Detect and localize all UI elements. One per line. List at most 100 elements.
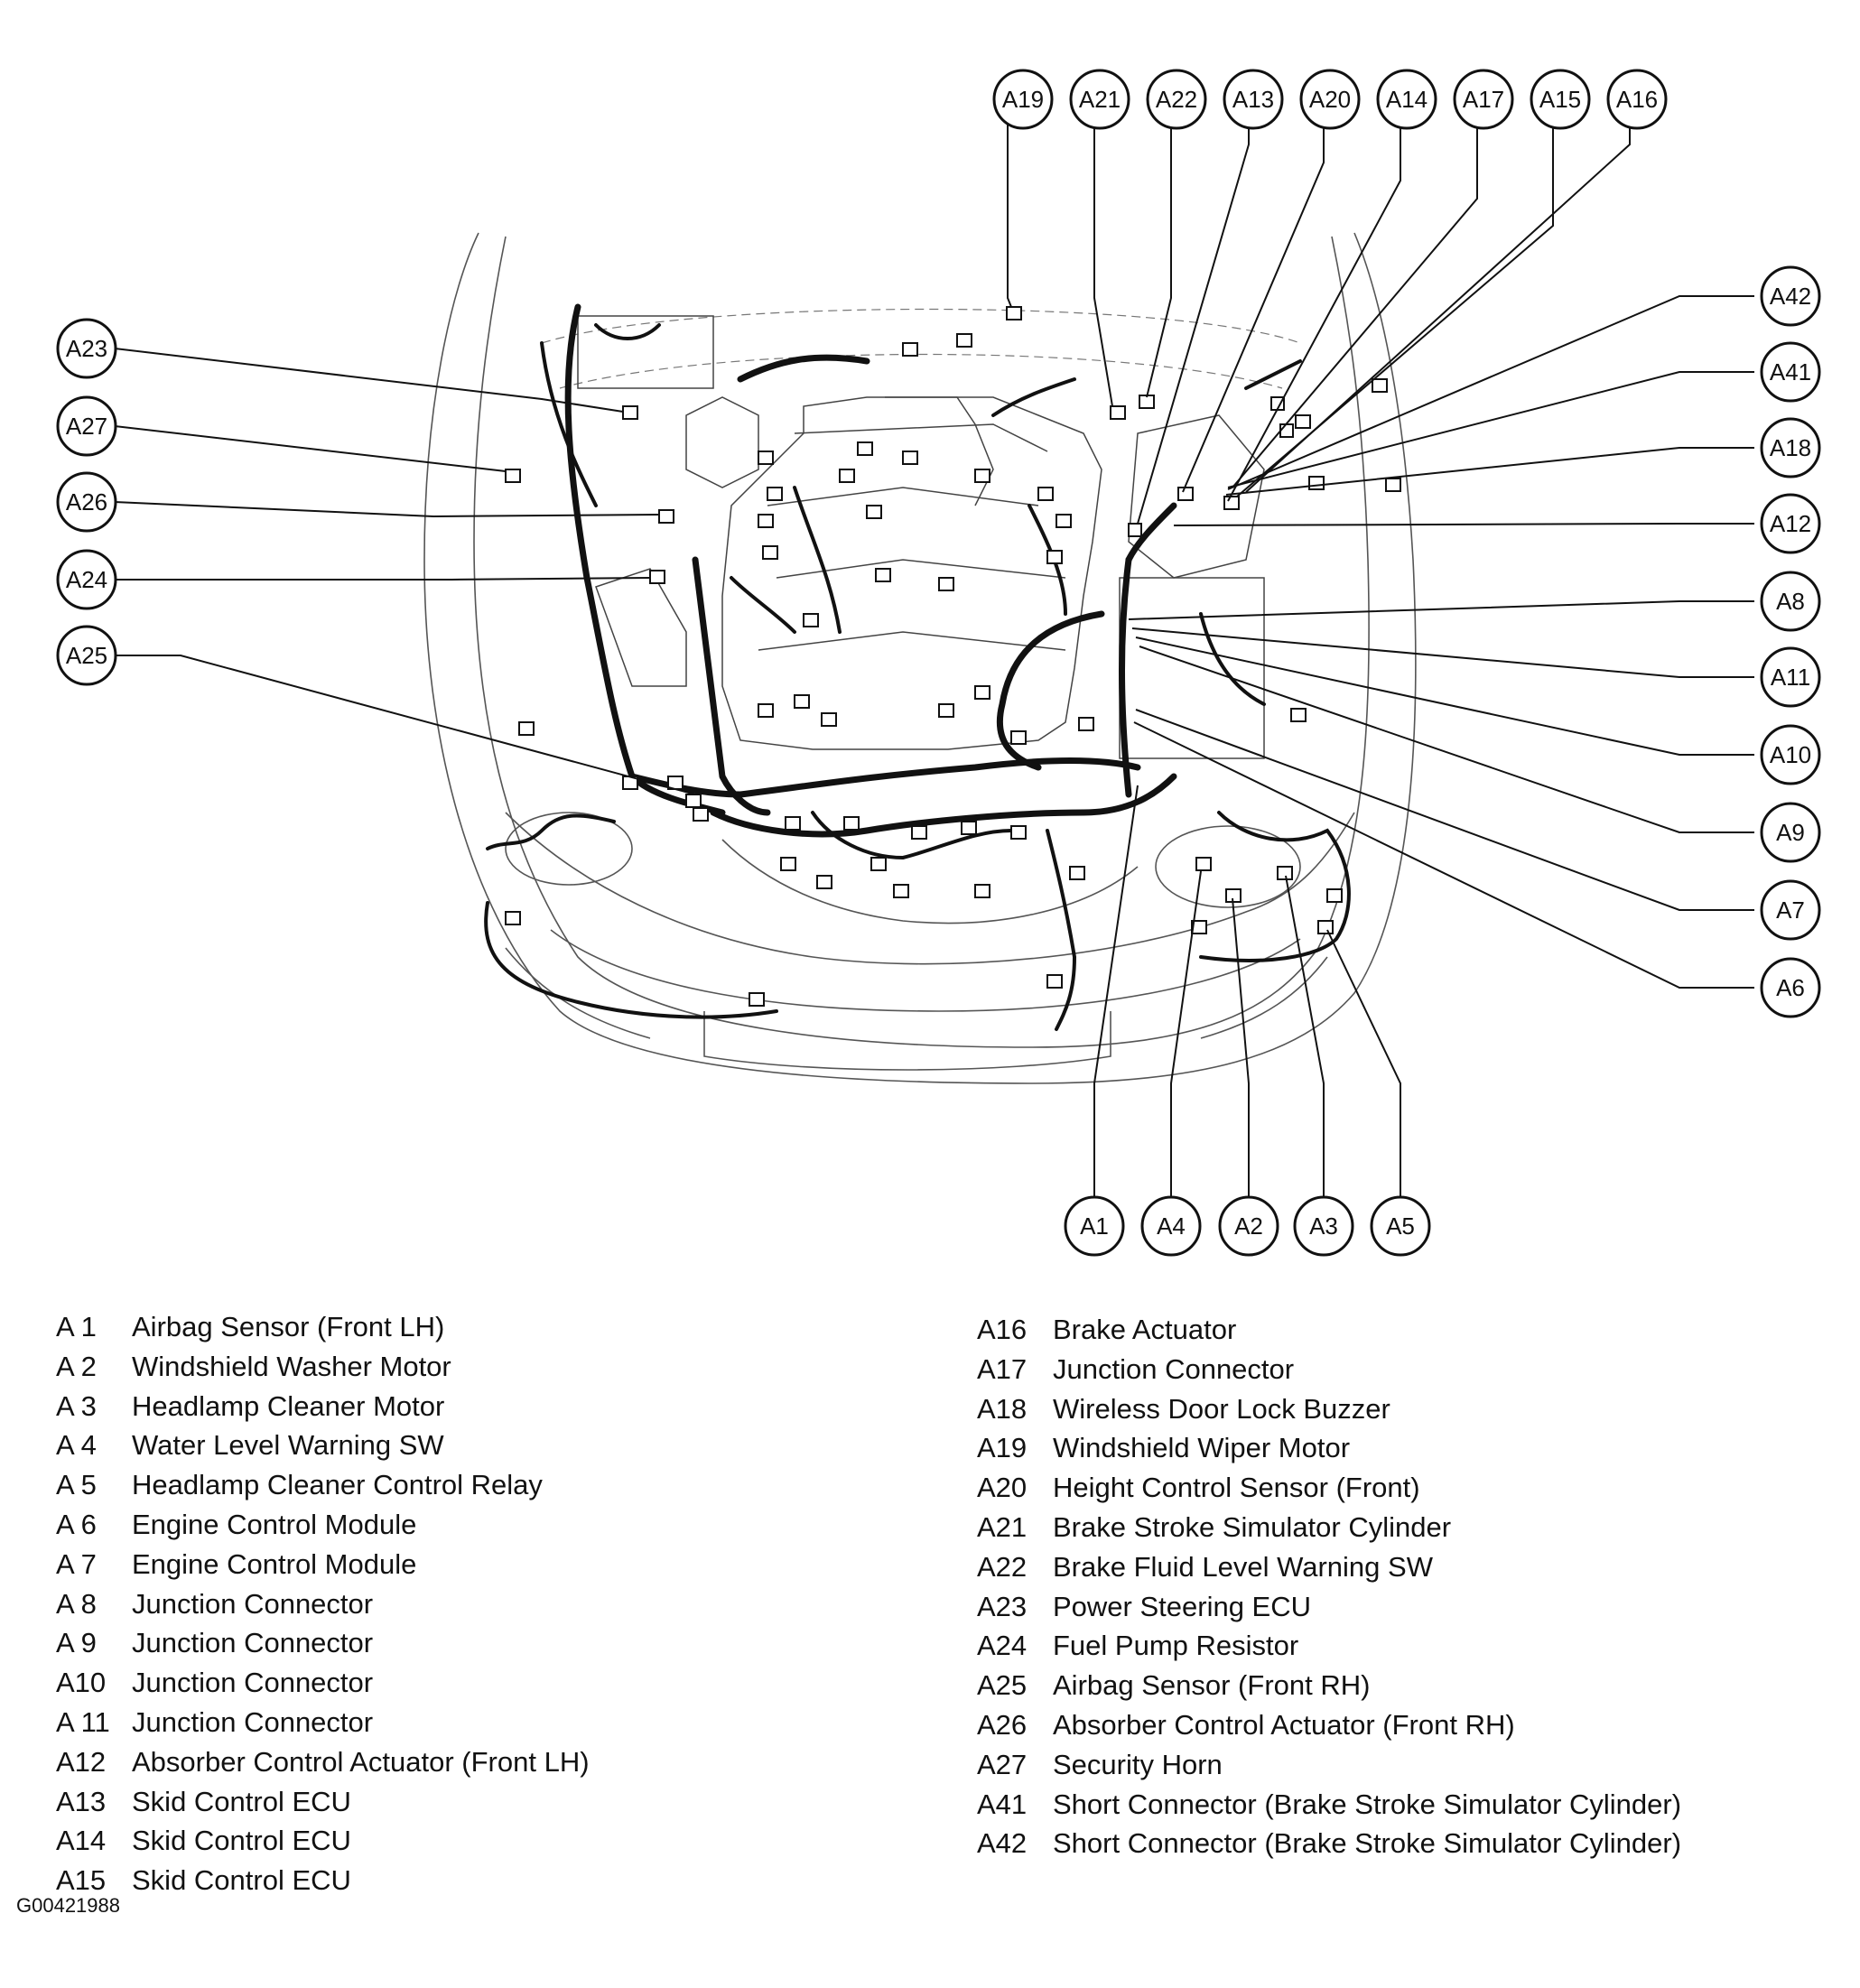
figure-id: G00421988 — [16, 1894, 120, 1917]
callout-a3: A3 — [1293, 1195, 1354, 1257]
callout-a6: A6 — [1760, 957, 1821, 1018]
legend-code: A 7 — [56, 1547, 97, 1580]
callout-a16: A16 — [1606, 69, 1668, 130]
legend-name: Skid Control ECU — [132, 1864, 351, 1897]
wiring-location-diagram: A19 A21 A22 A13 A20 A14 A17 A15 A16 A23 … — [56, 69, 1821, 1257]
legend-name: Headlamp Cleaner Control Relay — [132, 1469, 543, 1501]
connectors — [505, 306, 1401, 1007]
svg-text:A25: A25 — [66, 642, 107, 669]
legend-code: A 9 — [56, 1627, 97, 1659]
legend-code: A23 — [977, 1590, 1028, 1622]
callout-a14: A14 — [1376, 69, 1437, 130]
svg-text:A14: A14 — [1386, 86, 1428, 113]
legend-code: A26 — [977, 1708, 1028, 1741]
svg-text:A13: A13 — [1232, 86, 1274, 113]
legend-name: Height Control Sensor (Front) — [1053, 1472, 1420, 1504]
svg-text:A42: A42 — [1770, 283, 1811, 310]
legend-code: A41 — [977, 1788, 1028, 1820]
legend-item: A 5 Headlamp Cleaner Control Relay — [56, 1465, 590, 1505]
legend-name: Airbag Sensor (Front LH) — [132, 1311, 445, 1342]
vehicle-outline — [423, 232, 1417, 1084]
callout-a23: A23 — [56, 318, 117, 379]
legend-name: Headlamp Cleaner Motor — [132, 1389, 445, 1422]
legend-code: A22 — [977, 1550, 1028, 1583]
legend-name: Brake Fluid Level Warning SW — [1053, 1550, 1433, 1583]
legend-code: A12 — [56, 1745, 107, 1778]
callout-a11: A11 — [1760, 646, 1821, 708]
callout-a22: A22 — [1146, 69, 1207, 130]
callout-a12: A12 — [1760, 493, 1821, 554]
callout-a2: A2 — [1218, 1195, 1279, 1257]
svg-text:A26: A26 — [66, 488, 107, 516]
callout-a4: A4 — [1140, 1195, 1202, 1257]
callout-a42: A42 — [1760, 265, 1821, 327]
svg-text:A8: A8 — [1776, 588, 1805, 615]
legend-code: A24 — [977, 1630, 1028, 1662]
svg-text:A9: A9 — [1776, 819, 1805, 846]
legend-name: Power Steering ECU — [1053, 1590, 1312, 1622]
legend-name: Short Connector (Brake Stroke Simulator … — [1053, 1788, 1682, 1820]
callout-a25: A25 — [56, 625, 117, 686]
legend-code: A 5 — [56, 1469, 97, 1501]
svg-text:A41: A41 — [1770, 358, 1811, 386]
callout-a27: A27 — [56, 395, 117, 457]
legend-code: A18 — [977, 1392, 1028, 1425]
legend-name: Skid Control ECU — [132, 1825, 351, 1857]
callout-a5: A5 — [1370, 1195, 1431, 1257]
callout-a20: A20 — [1299, 69, 1361, 130]
legend-code: A19 — [977, 1432, 1028, 1464]
legend-code: A14 — [56, 1825, 107, 1857]
legend-name: Brake Stroke Simulator Cylinder — [1053, 1510, 1452, 1543]
callout-a19: A19 — [992, 69, 1054, 130]
legend-name: Short Connector (Brake Stroke Simulator … — [1053, 1827, 1682, 1860]
legend-name: Junction Connector — [132, 1667, 374, 1699]
callout-a18: A18 — [1760, 417, 1821, 478]
legend-item: A 8 Junction Connector — [56, 1584, 590, 1624]
legend-item: A18 Wireless Door Lock Buzzer — [977, 1389, 1681, 1429]
svg-text:A18: A18 — [1770, 434, 1811, 461]
legend-name: Wireless Door Lock Buzzer — [1053, 1392, 1390, 1425]
callout-a26: A26 — [56, 471, 117, 533]
svg-text:A1: A1 — [1080, 1212, 1109, 1240]
svg-text:A22: A22 — [1156, 86, 1197, 113]
legend-name: Brake Actuator — [1053, 1314, 1237, 1345]
legend-item: A14 Skid Control ECU — [56, 1821, 590, 1861]
svg-text:A10: A10 — [1770, 741, 1811, 768]
legend-name: Junction Connector — [132, 1705, 374, 1738]
legend-code: A 8 — [56, 1587, 97, 1620]
legend-item: A22 Brake Fluid Level Warning SW — [977, 1547, 1681, 1587]
callout-a8: A8 — [1760, 571, 1821, 632]
legend-code: A25 — [977, 1669, 1028, 1702]
callout-a9: A9 — [1760, 802, 1821, 863]
legend-name: Water Level Warning SW — [132, 1429, 444, 1462]
legend-item: A15 Skid Control ECU — [56, 1861, 590, 1900]
legend-code: A 6 — [56, 1508, 97, 1540]
legend-name: Skid Control ECU — [132, 1785, 351, 1817]
callout-a17: A17 — [1453, 69, 1514, 130]
legend-code: A 2 — [56, 1350, 97, 1382]
svg-text:A2: A2 — [1234, 1212, 1263, 1240]
callout-a24: A24 — [56, 549, 117, 610]
legend-code: A15 — [56, 1864, 107, 1897]
callout-a7: A7 — [1760, 879, 1821, 941]
svg-text:A11: A11 — [1771, 664, 1810, 691]
legend-item: A 3 Headlamp Cleaner Motor — [56, 1387, 590, 1426]
svg-text:A16: A16 — [1616, 86, 1658, 113]
legend-code: A 3 — [56, 1389, 97, 1422]
svg-text:A19: A19 — [1002, 86, 1044, 113]
svg-text:A23: A23 — [66, 335, 107, 362]
svg-text:A7: A7 — [1776, 896, 1805, 924]
callout-a21: A21 — [1069, 69, 1130, 130]
legend-code: A16 — [977, 1314, 1028, 1345]
legend-name: Junction Connector — [132, 1587, 374, 1620]
svg-text:A17: A17 — [1463, 86, 1504, 113]
callout-a15: A15 — [1530, 69, 1591, 130]
